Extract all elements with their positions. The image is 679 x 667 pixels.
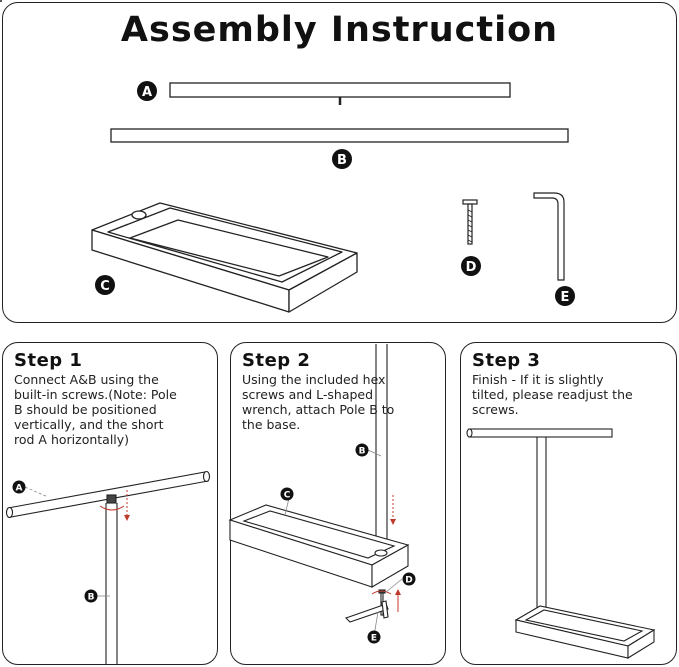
step2-label-b: B <box>355 443 369 457</box>
label-c: C <box>95 275 115 295</box>
step2-label-c: C <box>280 487 294 501</box>
svg-text:B: B <box>337 153 347 168</box>
svg-text:D: D <box>466 260 477 275</box>
step1-illustration <box>5 470 211 664</box>
svg-text:E: E <box>371 634 377 644</box>
step2-title: Step 2 <box>242 350 311 371</box>
svg-text:C: C <box>100 279 110 294</box>
part-e-wrench <box>533 192 565 281</box>
svg-text:B: B <box>88 593 95 603</box>
svg-text:A: A <box>142 85 152 100</box>
step3-title: Step 3 <box>472 350 541 371</box>
step2-label-e: E <box>367 630 381 644</box>
part-b-pole <box>110 128 569 143</box>
svg-text:A: A <box>16 484 23 494</box>
step3-panel <box>460 342 677 665</box>
step2-leader-b <box>367 449 382 457</box>
step1-label-b: B <box>84 589 98 603</box>
step1-text: Connect A&B using the built-in screws.(N… <box>14 372 177 447</box>
svg-text:E: E <box>561 290 570 305</box>
label-e: E <box>555 286 575 306</box>
leader-a <box>24 486 49 498</box>
step2-text: Using the included hex screws and L-shap… <box>242 372 395 432</box>
step2-rotate-arrow <box>371 590 392 595</box>
part-a-rod <box>169 82 511 105</box>
step2-label-d: D <box>402 572 416 586</box>
step2-panel <box>230 342 446 665</box>
svg-text:B: B <box>359 447 366 457</box>
page-title: Assembly Instruction <box>120 10 559 50</box>
svg-text:D: D <box>405 576 412 586</box>
parts-panel <box>0 0 2 2</box>
step3-illustration <box>466 428 656 659</box>
step2-illustration <box>228 344 410 623</box>
step1-title: Step 1 <box>14 350 83 371</box>
rotate-arrow <box>99 505 125 511</box>
label-d: D <box>461 256 481 276</box>
label-a: A <box>137 81 157 101</box>
svg-text:C: C <box>284 491 291 501</box>
part-c-base <box>91 202 358 313</box>
step3-text: Finish - If it is slightly tilted, pleas… <box>472 372 633 417</box>
part-d-screw <box>462 199 478 245</box>
label-b: B <box>332 149 352 169</box>
step2-leader-d <box>385 578 403 593</box>
step1-label-a: A <box>12 480 26 494</box>
